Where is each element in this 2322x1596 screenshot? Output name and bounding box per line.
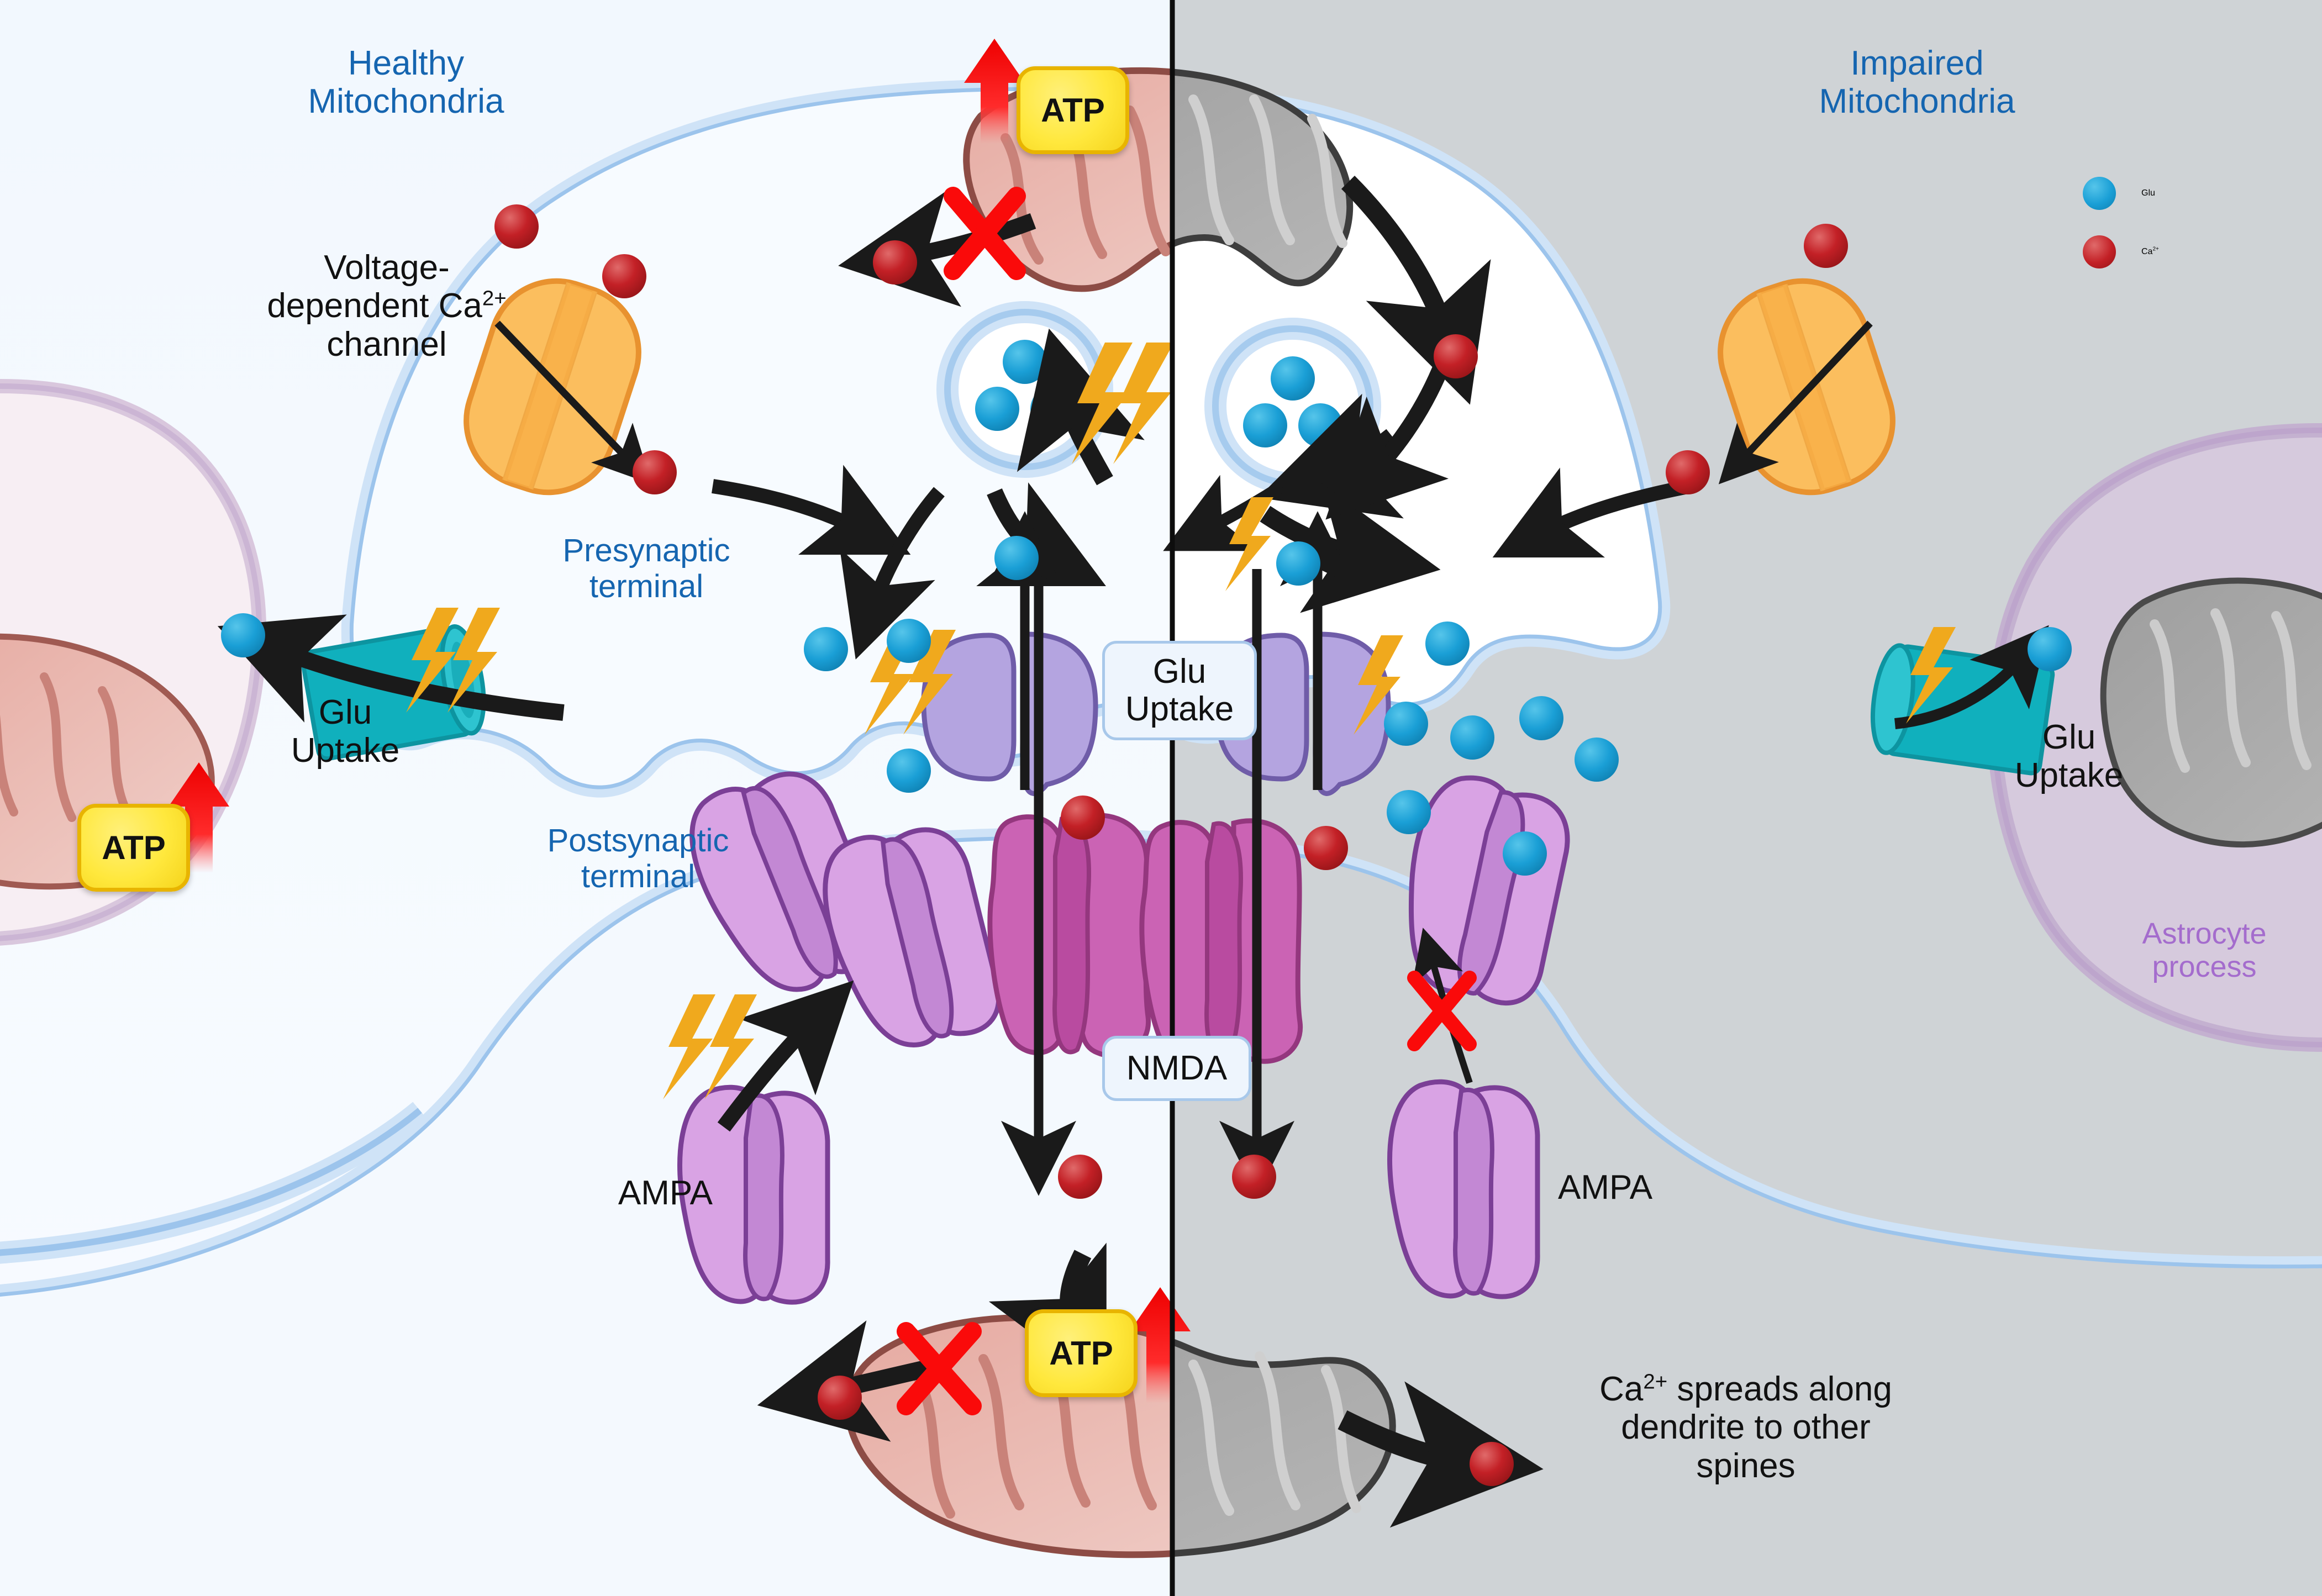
ampa-receptor-2	[823, 827, 1002, 1047]
legend-label-ca: Ca2+	[2141, 246, 2159, 257]
lightning-bolt-eaat-right	[1906, 627, 1956, 724]
atp-up-arrow-presyn	[964, 39, 1025, 144]
astro-glu-uptake-arrow-left	[217, 614, 565, 723]
ampa-receptor-free-right	[1387, 1079, 1540, 1299]
lightning-bolt-transporter-left	[865, 630, 956, 735]
atp-badge-presynaptic: ATP	[1017, 66, 1129, 154]
lightning-bolt-transporter-right	[1354, 635, 1403, 735]
ca-to-vesicle-arrow-right	[1325, 348, 1456, 520]
astro-glu-uptake-arrow-right	[1894, 625, 2049, 729]
glu-swatch-icon	[2083, 177, 2116, 210]
ca-drift-arrow-left	[840, 487, 945, 660]
legend-label-ca-text: Ca	[2141, 247, 2153, 256]
legend-item-ca: Ca2+	[2083, 235, 2159, 268]
glu-release-arrow-right	[1163, 475, 1285, 551]
ampa-label-right: AMPA	[1558, 1168, 1653, 1207]
glu-uptake-label-left: Glu Uptake	[291, 693, 400, 770]
legend-label-ca-sup: 2+	[2152, 246, 2159, 252]
mitochondrion-astrocyte-right	[2100, 577, 2322, 847]
postsynaptic-terminal-label: Postsynaptic terminal	[547, 823, 729, 894]
page-title-impaired: Impaired Mitochondria	[1819, 44, 2015, 121]
ca-spread-sup: 2+	[1643, 1369, 1668, 1394]
vdcc-label-tail: channel	[327, 325, 447, 364]
red-x-mark-bottom	[897, 1322, 982, 1415]
ca-influx-arrow-left	[712, 465, 911, 555]
lightning-bolt-vesicle-right	[1225, 497, 1273, 591]
atp-badge-postsynaptic: ATP	[1025, 1309, 1138, 1397]
vdcc-pointer-left	[494, 320, 652, 484]
ampa-label-left: AMPA	[618, 1174, 713, 1212]
ca-spread-label: Ca2+ spreads along dendrite to other spi…	[1525, 1370, 1967, 1485]
nmda-receptor-left	[987, 813, 1151, 1058]
ca-spread-text: Ca	[1599, 1370, 1644, 1408]
ampa-receptor-free-left	[677, 1084, 830, 1305]
atp-up-arrow-postsyn	[1130, 1287, 1191, 1403]
vdcc-pointer-right	[1718, 320, 1873, 484]
glu-molecules	[221, 536, 2072, 876]
astrocyte-process-label: Astrocyte process	[2142, 917, 2267, 984]
presynaptic-terminal-label: Presynaptic terminal	[562, 533, 730, 604]
nmda-badge[interactable]: NMDA	[1102, 1036, 1251, 1101]
lightning-bolt-vesicle-left	[1072, 343, 1174, 464]
ca-influx-arrow-right	[1492, 467, 1692, 558]
legend: Glu Ca2+	[2083, 177, 2159, 268]
lightning-bolt-ampa-left	[663, 994, 757, 1099]
vdcc-label: Voltage- dependent Ca2+ channel	[177, 249, 597, 364]
ca-swatch-icon	[2083, 235, 2116, 268]
glu-uptake-badge-center[interactable]: Glu Uptake	[1102, 641, 1257, 740]
ca-spread-tail: spreads along dendrite to other spines	[1621, 1370, 1892, 1485]
legend-item-glu: Glu	[2083, 177, 2159, 210]
vdcc-label-sup: 2+	[482, 286, 507, 310]
vdcc-label-text: Voltage- dependent Ca	[267, 249, 482, 325]
calcium-ions	[494, 204, 1848, 1486]
red-x-mark-top	[944, 187, 1026, 280]
page-title-healthy: Healthy Mitochondria	[308, 44, 504, 121]
legend-label-glu: Glu	[2141, 188, 2155, 198]
atp-up-arrow-astro-left	[169, 762, 229, 873]
ca-spread-arrow	[1338, 1381, 1544, 1528]
vesicle-fuse-arrow-left	[1017, 328, 1145, 486]
glu-uptake-label-right: Glu Uptake	[2014, 718, 2124, 795]
ampa-trafficking-arrow-left	[717, 980, 854, 1132]
lightning-bolt-eaat-left	[406, 608, 500, 713]
red-x-mark-ampa-impaired	[1407, 971, 1477, 1051]
mito-ca-release-arrow-top-right	[1341, 175, 1491, 405]
atp-badge-astrocyte-left: ATP	[77, 804, 190, 892]
